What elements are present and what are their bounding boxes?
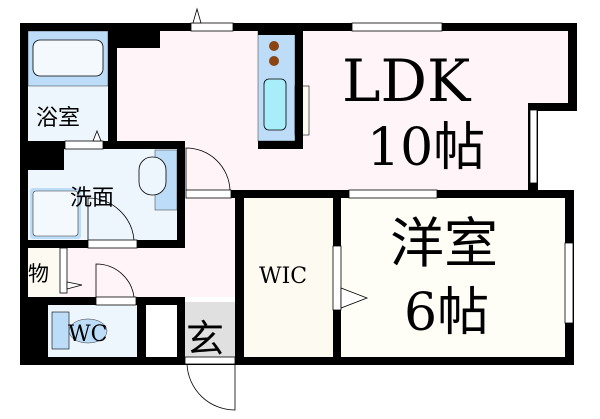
washer-pan-inner [32,190,79,237]
washroom-door [87,239,138,249]
window [348,189,438,199]
storage-door [59,247,68,294]
toilet-bowl [68,318,108,344]
entrance-label: 玄 [186,317,224,361]
window [351,22,443,32]
washroom-label: 洗面 [70,186,114,211]
wic-label: WIC [259,264,307,289]
kitchen-sink [263,78,287,131]
toilet-door [95,296,137,306]
door-swing [185,147,231,191]
door-arrow-icon [66,281,83,290]
ldk-label: LDK [342,47,472,115]
closet-door [332,245,342,311]
western-room-floor [341,198,565,357]
entrance-floor [185,302,235,357]
entrance-door [184,356,236,365]
toilet-tank [51,311,70,350]
ldk-size-label: 10帖 [367,118,485,178]
western-room-label: 洋室 [390,212,498,275]
bath-label: 浴室 [36,106,80,131]
window [529,109,538,184]
door [185,189,232,199]
vanity-bowl [138,156,167,196]
window [190,22,234,32]
door-swing [87,197,135,241]
door-swing [95,263,135,298]
shoe-cabinet [146,305,177,357]
bathtub-inner [32,39,104,77]
storage-label: 物 [28,262,49,286]
stove-burner-icon [269,56,279,66]
stove-burner-icon [269,41,279,51]
storage-floor [28,248,60,297]
door-arrow-icon [92,129,102,142]
ldk-floor [60,31,568,297]
toilet-label: WC [68,322,107,347]
floors [27,30,568,357]
bath-door [64,140,104,150]
western-room-size-label: 6帖 [404,283,489,343]
openings [59,7,574,411]
wic-floor [244,198,333,357]
entry-arrow-icon [192,7,202,24]
door-swing [186,363,236,411]
door-arrow-icon [340,287,369,309]
window [564,242,574,324]
